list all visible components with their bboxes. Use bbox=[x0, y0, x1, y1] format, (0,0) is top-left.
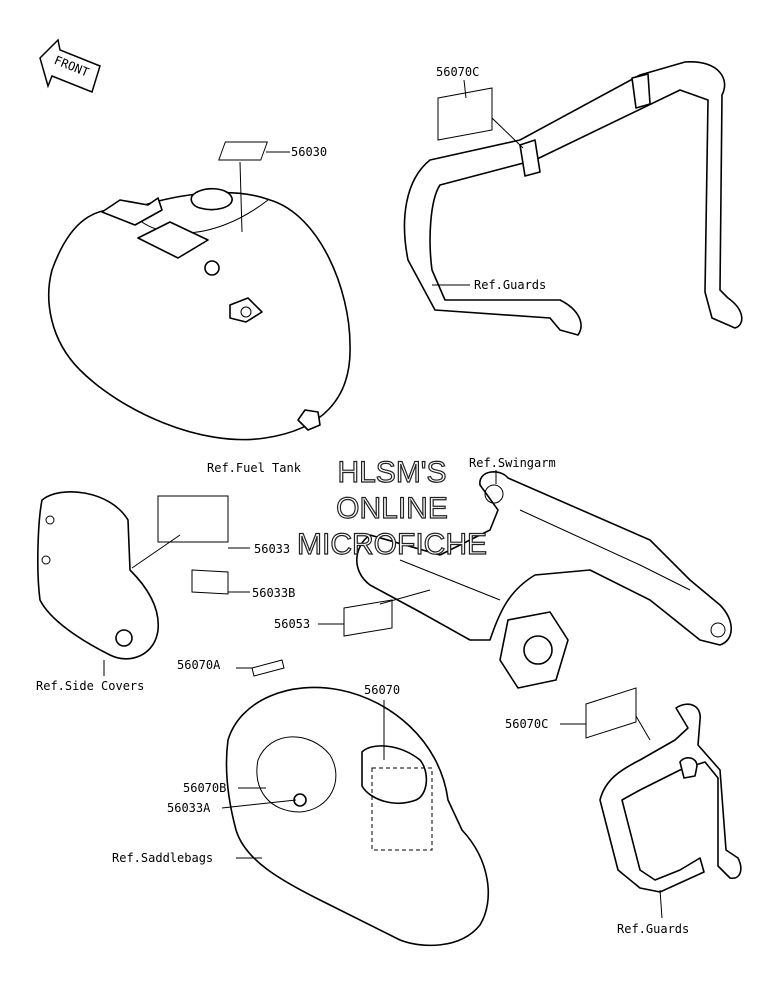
decal-56033 bbox=[157, 495, 229, 543]
watermark: HLSM'S ONLINE MICROFICHE bbox=[296, 455, 487, 561]
fuel-tank bbox=[47, 187, 351, 441]
callout-56070: 56070 bbox=[364, 683, 400, 697]
callout-ref-guards-bottom: Ref.Guards bbox=[617, 922, 689, 936]
watermark-line-1: HLSM'S bbox=[337, 456, 446, 489]
callout-56033A: 56033A bbox=[167, 801, 211, 815]
engine-guard-bottom bbox=[599, 703, 742, 893]
decal-56070C-top bbox=[437, 87, 493, 141]
swingarm bbox=[356, 471, 733, 689]
callout-ref-saddlebags: Ref.Saddlebags bbox=[112, 851, 213, 865]
callout-56053: 56053 bbox=[274, 617, 310, 631]
decal-56033B bbox=[191, 569, 229, 595]
engine-guard-top bbox=[403, 61, 743, 336]
callout-56070A: 56070A bbox=[177, 658, 221, 672]
decal-56030 bbox=[218, 141, 268, 161]
watermark-line-2: ONLINE bbox=[336, 492, 448, 525]
callout-56070C-top: 56070C bbox=[436, 65, 479, 79]
decal-56070C-mid bbox=[585, 687, 637, 739]
decal-56070A bbox=[251, 659, 285, 677]
callout-ref-swingarm: Ref.Swingarm bbox=[469, 456, 556, 470]
callout-56033B: 56033B bbox=[252, 586, 295, 600]
watermark-line-3: MICROFICHE bbox=[297, 528, 487, 561]
callout-56030: 56030 bbox=[291, 145, 327, 159]
callout-56070B: 56070B bbox=[183, 781, 226, 795]
side-cover bbox=[37, 491, 160, 660]
callout-56070C-mid: 56070C bbox=[505, 717, 548, 731]
callout-ref-side-covers: Ref.Side Covers bbox=[36, 679, 144, 693]
saddlebag bbox=[225, 686, 490, 947]
callout-ref-guards-top: Ref.Guards bbox=[474, 278, 546, 292]
callout-ref-fuel-tank: Ref.Fuel Tank bbox=[207, 461, 302, 475]
decal-56053 bbox=[343, 599, 393, 637]
callout-56033: 56033 bbox=[254, 542, 290, 556]
front-arrow-icon: FRONT bbox=[39, 38, 101, 93]
